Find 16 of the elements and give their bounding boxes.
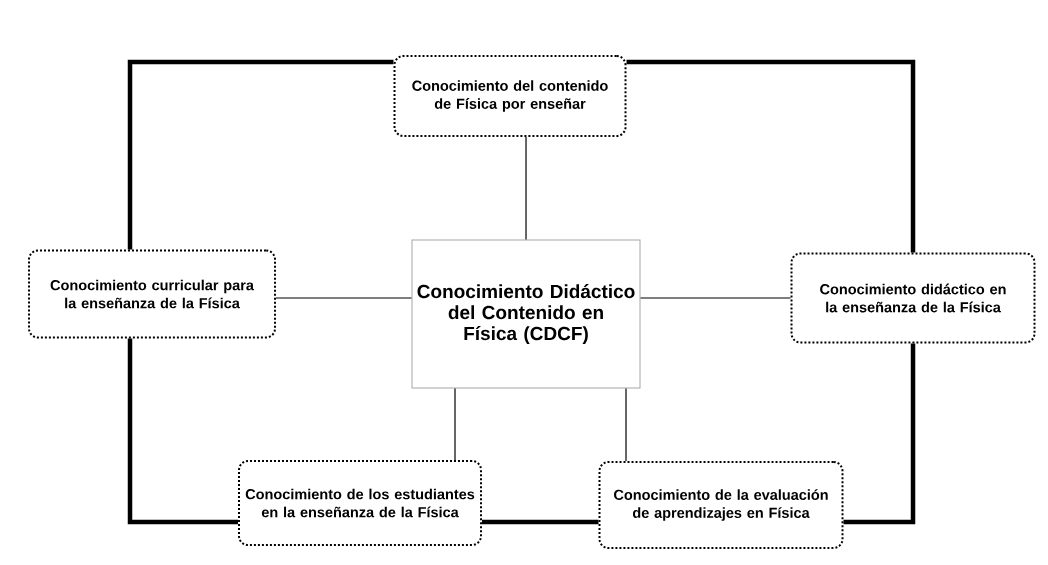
connector-line [454,387,456,461]
knowledge-box: Conocimiento del contenido de Física por enseñar [393,55,627,137]
connector-line [625,387,627,462]
thick-connector [843,343,916,525]
knowledge-box: Conocimiento de los estudiantes en la enseñanza de la Física [238,460,482,546]
connector-line [275,297,413,299]
connector-line [639,297,792,299]
thick-connector [127,338,238,525]
central-concept-box: Conocimiento Didáctico del Contenido en Física (CDCF) [411,239,641,389]
thick-connector [482,519,599,525]
knowledge-box: Conocimiento curricular para la enseñanza de la Física [28,249,276,339]
thick-connector [626,59,916,253]
thick-connector [127,59,394,250]
knowledge-box: Conocimiento de la evaluación de aprendizajes en Física [598,461,844,549]
knowledge-box: Conocimiento didáctico en la enseñanza de la Física [790,252,1036,344]
connector-line [525,136,527,241]
